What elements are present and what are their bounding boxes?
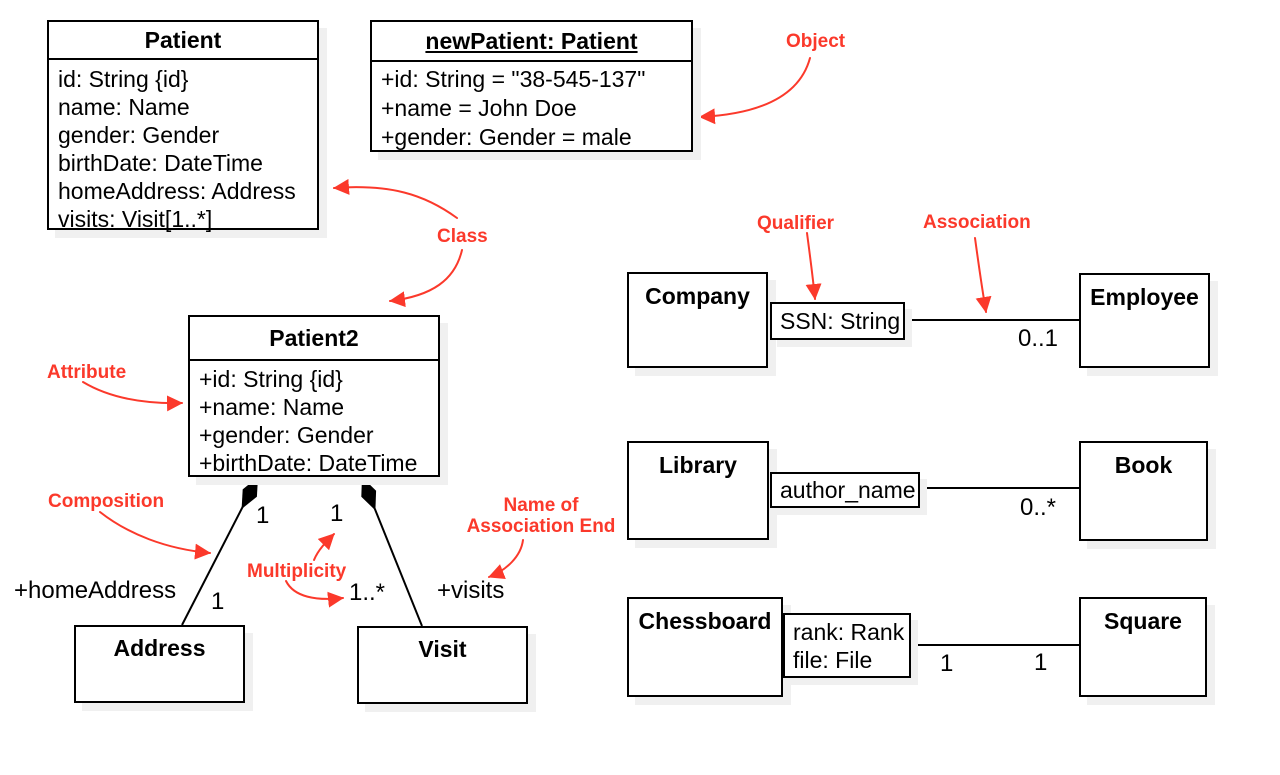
annotation-arrow-class-to-patient bbox=[333, 178, 458, 219]
multiplicity-label: 0..* bbox=[1020, 494, 1057, 521]
object-slot: +gender: Gender = male bbox=[381, 124, 632, 150]
qualifier-attribute: file: File bbox=[793, 647, 873, 673]
class-attribute: +gender: Gender bbox=[199, 422, 374, 448]
class-attribute: +name: Name bbox=[199, 394, 345, 420]
multiplicity-label: 1 bbox=[256, 502, 270, 529]
annotation-qualifier: Qualifier bbox=[757, 213, 835, 234]
class-box-address: Address bbox=[74, 625, 245, 703]
class-box-visit: Visit bbox=[357, 626, 528, 704]
annotation-composition: Composition bbox=[48, 491, 165, 512]
qualifier-attribute: rank: Rank bbox=[793, 619, 905, 645]
class-box-chessboard: Chessboard bbox=[627, 597, 783, 697]
class-title: Patient2 bbox=[190, 317, 438, 361]
object-title: newPatient: Patient bbox=[372, 22, 691, 62]
object-box-new-patient: newPatient: Patient +id: String = "38-54… bbox=[370, 20, 693, 152]
class-attribute: gender: Gender bbox=[58, 122, 220, 148]
qualifier-box-author-name: author_name bbox=[770, 472, 920, 508]
multiplicity-label: 1 bbox=[330, 500, 344, 527]
multiplicity-label: 1 bbox=[1034, 649, 1048, 676]
class-box-patient2: Patient2 +id: String {id} +name: Name +g… bbox=[188, 315, 440, 477]
annotation-multiplicity: Multiplicity bbox=[247, 561, 347, 582]
class-attribute: birthDate: DateTime bbox=[58, 150, 263, 176]
annotation-object: Object bbox=[786, 31, 846, 52]
annotation-association-end-name: Name of Association End bbox=[455, 495, 627, 537]
class-title: Chessboard bbox=[638, 608, 772, 634]
class-attributes: +id: String {id} +name: Name +gender: Ge… bbox=[190, 361, 438, 477]
multiplicity-label: 1 bbox=[940, 650, 954, 677]
class-title: Patient bbox=[49, 22, 317, 60]
object-title-text: newPatient: Patient bbox=[425, 28, 638, 54]
class-title: Library bbox=[659, 452, 737, 478]
class-box-patient: Patient id: String {id} name: Name gende… bbox=[47, 20, 319, 233]
association-end-label-homeaddress: +homeAddress bbox=[14, 577, 177, 604]
annotation-arrow-multiplicity-up bbox=[313, 533, 335, 561]
annotation-arrow-composition bbox=[99, 511, 211, 560]
class-attribute: +birthDate: DateTime bbox=[199, 450, 418, 476]
class-box-company: Company bbox=[627, 272, 768, 368]
object-slot: +name = John Doe bbox=[381, 95, 577, 121]
class-box-book: Book bbox=[1079, 441, 1208, 541]
class-title: Square bbox=[1104, 608, 1182, 634]
annotation-arrow-object bbox=[699, 57, 811, 125]
class-attribute: visits: Visit[1..*] bbox=[58, 206, 213, 232]
class-title: Employee bbox=[1090, 284, 1199, 310]
composition-diamond-address bbox=[241, 477, 258, 509]
class-title: Book bbox=[1114, 452, 1173, 478]
annotation-arrow-class-to-patient2 bbox=[389, 249, 463, 308]
multiplicity-label: 1..* bbox=[349, 579, 386, 606]
qualifier-box-rank-file: rank: Rank file: File bbox=[783, 613, 911, 678]
annotation-class: Class bbox=[437, 226, 488, 247]
annotation-arrow-association bbox=[974, 237, 992, 313]
composition-diamond-visit bbox=[361, 477, 377, 511]
class-box-employee: Employee bbox=[1079, 273, 1210, 368]
class-attributes: id: String {id} name: Name gender: Gende… bbox=[49, 60, 317, 233]
multiplicity-label: 1 bbox=[211, 588, 225, 615]
annotation-association: Association bbox=[923, 212, 1031, 233]
annotation-arrow-qualifier bbox=[805, 232, 822, 300]
multiplicity-label: 0..1 bbox=[1018, 325, 1059, 352]
annotation-attribute: Attribute bbox=[47, 362, 127, 383]
qualifier-box-ssn: SSN: String bbox=[770, 302, 905, 340]
annotation-arrow-multiplicity-right bbox=[285, 580, 344, 608]
class-title: Address bbox=[113, 635, 206, 661]
class-box-library: Library bbox=[627, 441, 769, 540]
class-box-square: Square bbox=[1079, 597, 1207, 697]
class-title: Visit bbox=[418, 636, 467, 662]
object-slot: +id: String = "38-545-137" bbox=[381, 66, 646, 92]
class-attribute: homeAddress: Address bbox=[58, 178, 296, 204]
class-attribute: name: Name bbox=[58, 94, 190, 120]
object-slots: +id: String = "38-545-137" +name = John … bbox=[372, 62, 691, 152]
association-end-label-visits: +visits bbox=[437, 577, 505, 604]
annotation-association-end-name-line2: Association End bbox=[466, 516, 616, 537]
class-attribute: id: String {id} bbox=[58, 66, 189, 92]
class-attribute: +id: String {id} bbox=[199, 366, 343, 392]
annotation-association-end-name-line1: Name of bbox=[503, 495, 579, 516]
annotation-arrow-attribute bbox=[82, 381, 183, 412]
class-title: Company bbox=[645, 283, 750, 309]
annotation-arrow-association-end bbox=[488, 539, 524, 580]
